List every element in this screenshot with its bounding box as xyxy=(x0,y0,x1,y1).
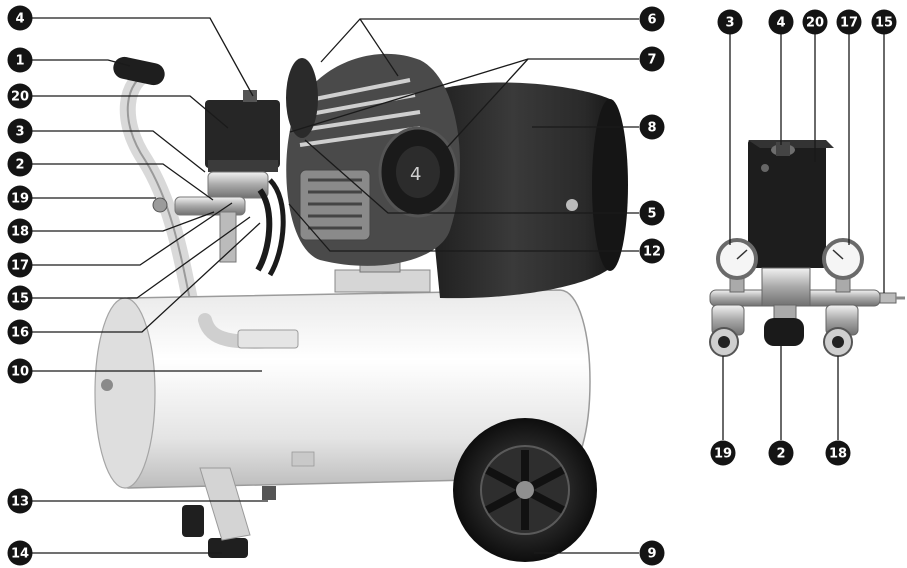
main-callout-12: 12 xyxy=(639,238,665,264)
handle-grip xyxy=(113,56,165,86)
tank-end-cap xyxy=(94,297,156,489)
callout-number: 2 xyxy=(15,158,24,173)
callout-number: 9 xyxy=(647,547,656,562)
callout-circle xyxy=(7,488,33,514)
callout-number: 12 xyxy=(643,245,661,260)
rubber-foot xyxy=(208,538,248,558)
callout-number: 18 xyxy=(11,225,29,240)
motor-cover xyxy=(420,82,626,299)
callout-circle xyxy=(871,9,897,35)
callout-circle xyxy=(7,118,33,144)
callout-circle xyxy=(7,47,33,73)
main-callout-5: 5 xyxy=(639,200,665,226)
callout-number: 19 xyxy=(714,447,732,462)
callout-markers: 4 1 20 3 2 19 18 17 15 16 10 13 14 6 7 8 5 12 9 3 4 20 17 15 19 2… xyxy=(7,5,897,566)
main-callout-1: 1 xyxy=(7,47,33,73)
main-callout-18: 18 xyxy=(7,218,33,244)
callout-number: 1 xyxy=(15,54,24,69)
detail-switch-housing xyxy=(748,140,826,268)
callout-number: 20 xyxy=(11,90,29,105)
callout-number: 20 xyxy=(806,16,824,31)
callout-number: 15 xyxy=(11,292,29,307)
callout-circle xyxy=(639,540,665,566)
callout-number: 18 xyxy=(829,447,847,462)
callout-circle xyxy=(639,6,665,32)
main-callout-8: 8 xyxy=(639,114,665,140)
callout-number: 3 xyxy=(725,16,734,31)
callout-number: 13 xyxy=(11,495,29,510)
main-callout-2: 2 xyxy=(7,151,33,177)
callout-number: 19 xyxy=(11,192,29,207)
main-callout-9: 9 xyxy=(639,540,665,566)
callout-circle xyxy=(639,114,665,140)
detail-callout-18: 18 xyxy=(825,440,851,466)
drain-valve xyxy=(262,486,276,500)
callout-circle xyxy=(7,358,33,384)
main-callout-16: 16 xyxy=(7,319,33,345)
detail-callout-2: 2 xyxy=(768,440,794,466)
callout-circle xyxy=(639,200,665,226)
callout-number: 2 xyxy=(776,447,785,462)
detail-callout-15: 15 xyxy=(871,9,897,35)
callout-circle xyxy=(802,9,828,35)
callout-circle xyxy=(768,9,794,35)
callout-number: 17 xyxy=(840,16,858,31)
main-callout-14: 14 xyxy=(7,540,33,566)
callout-circle xyxy=(717,9,743,35)
main-callout-17: 17 xyxy=(7,252,33,278)
detail-callout-20: 20 xyxy=(802,9,828,35)
detail-regulator-knob xyxy=(764,318,804,346)
callout-circle xyxy=(836,9,862,35)
callout-circle xyxy=(7,285,33,311)
leader-lines xyxy=(32,17,885,554)
callout-circle xyxy=(768,440,794,466)
callout-circle xyxy=(7,5,33,31)
pressure-switch xyxy=(205,100,280,168)
main-callout-3: 3 xyxy=(7,118,33,144)
callout-circle xyxy=(825,440,851,466)
callout-number: 15 xyxy=(875,16,893,31)
callout-circle xyxy=(7,319,33,345)
callout-number: 10 xyxy=(11,365,29,380)
callout-circle xyxy=(7,540,33,566)
main-callout-20: 20 xyxy=(7,83,33,109)
callout-circle xyxy=(710,440,736,466)
main-callout-6: 6 xyxy=(639,6,665,32)
detail-callout-3: 3 xyxy=(717,9,743,35)
callout-number: 7 xyxy=(647,53,656,68)
callout-circle xyxy=(7,151,33,177)
callout-number: 17 xyxy=(11,259,29,274)
callout-number: 16 xyxy=(11,326,29,341)
callout-number: 14 xyxy=(11,547,29,562)
callout-circle xyxy=(7,185,33,211)
main-callout-19: 19 xyxy=(7,185,33,211)
pressure-switch-detail-illustration xyxy=(709,140,905,357)
main-callout-10: 10 xyxy=(7,358,33,384)
callout-number: 3 xyxy=(15,125,24,140)
callout-number: 8 xyxy=(647,121,656,136)
callout-number: 5 xyxy=(647,207,656,222)
callout-circle xyxy=(7,218,33,244)
main-callout-15: 15 xyxy=(7,285,33,311)
compressor-illustration: 4 xyxy=(94,53,628,562)
callout-circle xyxy=(639,238,665,264)
callout-number: 6 xyxy=(647,13,656,28)
detail-callout-17: 17 xyxy=(836,9,862,35)
svg-text:4: 4 xyxy=(410,164,421,185)
callout-circle xyxy=(639,46,665,72)
detail-callout-4: 4 xyxy=(768,9,794,35)
main-callout-4: 4 xyxy=(7,5,33,31)
callout-number: 4 xyxy=(776,16,785,31)
main-callout-7: 7 xyxy=(639,46,665,72)
callout-circle xyxy=(7,252,33,278)
callout-circle xyxy=(7,83,33,109)
callout-number: 4 xyxy=(15,12,24,27)
detail-callout-19: 19 xyxy=(710,440,736,466)
main-callout-13: 13 xyxy=(7,488,33,514)
